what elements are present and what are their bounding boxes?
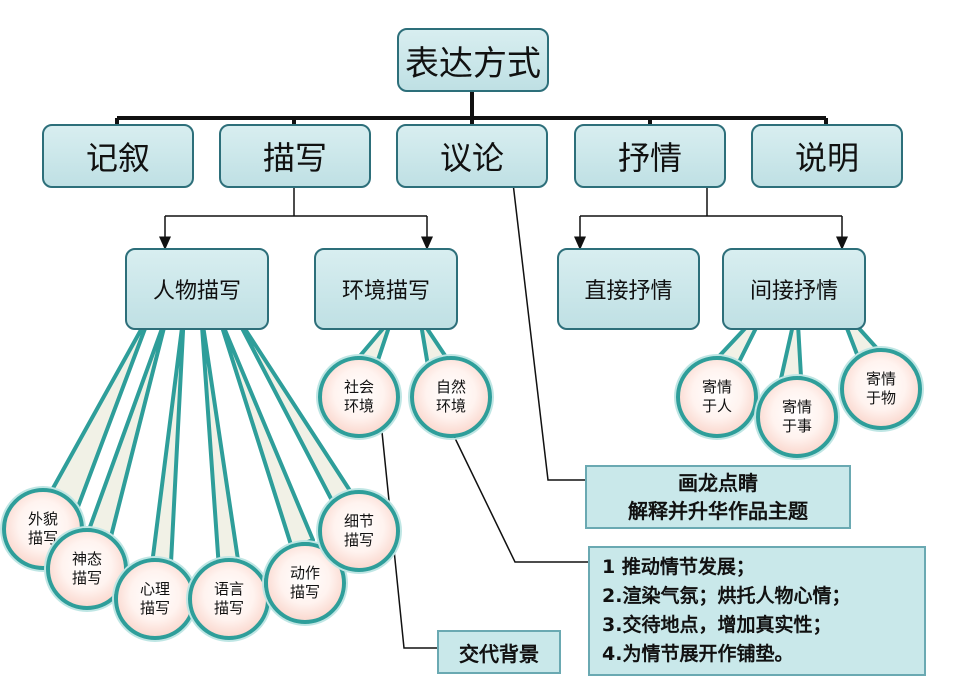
circle-emotion-in-event: 寄情 于事 xyxy=(756,376,838,458)
circle-line: 社会 xyxy=(343,378,374,396)
category-label: 说明 xyxy=(794,139,859,177)
node-label: 人物描写 xyxy=(152,279,241,304)
category-exposition: 说明 xyxy=(751,124,903,188)
circle-line: 于人 xyxy=(701,397,732,415)
circle-emotion-in-person: 寄情 于人 xyxy=(676,356,758,438)
category-label: 议论 xyxy=(439,139,504,177)
circle-line: 描写 xyxy=(343,531,374,549)
circle-line: 描写 xyxy=(139,599,170,617)
root-node: 表达方式 xyxy=(397,28,549,92)
category-narration: 记叙 xyxy=(42,124,194,188)
category-label: 记叙 xyxy=(85,139,150,177)
note-line: 交代背景 xyxy=(459,641,539,666)
note-social-environment: 交代背景 xyxy=(437,630,561,674)
category-label: 描写 xyxy=(262,139,327,177)
note-line: 2.渲染气氛；烘托人物心情； xyxy=(602,585,851,607)
note-line: 画龙点睛 xyxy=(678,471,758,495)
circle-line: 动作 xyxy=(289,564,320,582)
circle-language: 语言 描写 xyxy=(188,558,270,640)
circle-emotion-in-object: 寄情 于物 xyxy=(840,348,922,430)
circle-social-environment: 社会 环境 xyxy=(318,356,400,438)
circle-detail: 细节 描写 xyxy=(318,490,400,572)
root-label: 表达方式 xyxy=(405,43,541,84)
category-lyric: 抒情 xyxy=(574,124,726,188)
circle-line: 寄情 xyxy=(701,378,732,396)
node-environment-description: 环境描写 xyxy=(314,248,458,330)
circle-line: 描写 xyxy=(289,583,320,601)
circle-line: 描写 xyxy=(213,599,244,617)
circle-line: 于物 xyxy=(865,389,896,407)
circle-line: 描写 xyxy=(27,529,58,547)
circle-line: 于事 xyxy=(781,417,812,435)
circle-line: 神态 xyxy=(71,550,102,568)
note-line: 1 推动情节发展； xyxy=(602,556,755,578)
circle-line: 语言 xyxy=(213,580,244,598)
node-person-description: 人物描写 xyxy=(125,248,269,330)
node-indirect-lyric: 间接抒情 xyxy=(722,248,866,330)
circle-line: 自然 xyxy=(435,378,466,396)
circle-line: 环境 xyxy=(343,397,374,415)
circle-line: 环境 xyxy=(435,397,466,415)
circle-line: 外貌 xyxy=(27,510,58,528)
circle-line: 细节 xyxy=(343,512,374,530)
circle-line: 寄情 xyxy=(865,370,896,388)
node-direct-lyric: 直接抒情 xyxy=(557,248,700,330)
category-description: 描写 xyxy=(219,124,371,188)
node-label: 直接抒情 xyxy=(584,279,673,304)
category-argument: 议论 xyxy=(396,124,548,188)
note-line: 4.为情节展开作铺垫。 xyxy=(602,643,794,665)
circle-psychology: 心理 描写 xyxy=(114,558,196,640)
circle-natural-environment: 自然 环境 xyxy=(410,356,492,438)
note-natural-environment: 1 推动情节发展； 2.渲染气氛；烘托人物心情； 3.交待地点，增加真实性； 4… xyxy=(588,546,926,676)
note-line: 3.交待地点，增加真实性； xyxy=(602,614,832,636)
node-label: 间接抒情 xyxy=(749,279,838,304)
note-line: 解释并升华作品主题 xyxy=(628,499,808,523)
circle-line: 寄情 xyxy=(781,398,812,416)
category-label: 抒情 xyxy=(617,139,682,177)
circle-line: 心理 xyxy=(139,580,170,598)
note-argument: 画龙点睛 解释并升华作品主题 xyxy=(585,465,851,529)
node-label: 环境描写 xyxy=(341,279,430,304)
circle-line: 描写 xyxy=(71,569,102,587)
